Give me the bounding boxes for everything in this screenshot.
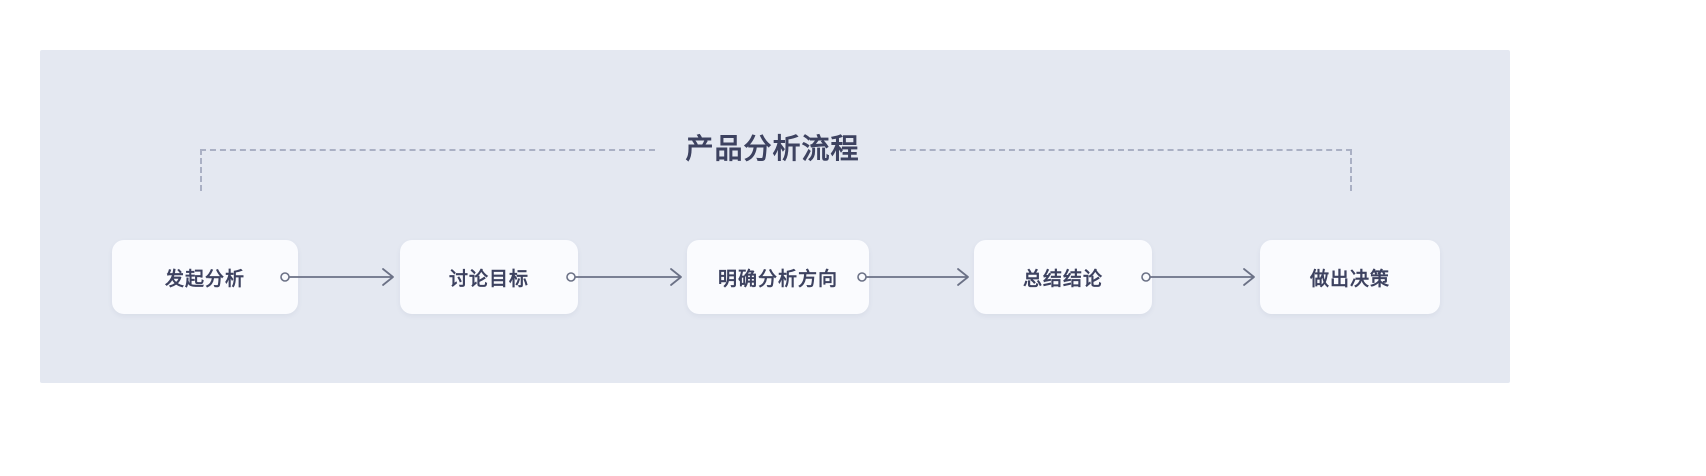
flow-node-clarify-direction[interactable]: 明确分析方向: [687, 240, 869, 314]
flow-node-label: 明确分析方向: [717, 268, 838, 290]
flow-node-summarize-conclusion[interactable]: 总结结论: [974, 240, 1152, 314]
flow-title: 产品分析流程: [685, 133, 860, 164]
flow-node-label: 讨论目标: [448, 268, 529, 290]
bracket-dashed-tick-left: [200, 149, 202, 191]
flow-node-label: 发起分析: [164, 268, 245, 290]
bracket-dashed-tick-right: [1350, 149, 1352, 191]
flow-connector-arrow-2: [566, 267, 690, 287]
flow-connector-arrow-4: [1141, 267, 1263, 287]
flow-node-label: 做出决策: [1309, 268, 1390, 290]
flow-node-initiate-analysis[interactable]: 发起分析: [112, 240, 298, 314]
flow-node-row: 发起分析 讨论目标 明确分析方向: [0, 240, 1706, 316]
flow-node-label: 总结结论: [1022, 268, 1103, 290]
bracket-dashed-line-right: [890, 149, 1352, 151]
flow-node-discuss-goals[interactable]: 讨论目标: [400, 240, 578, 314]
flow-node-make-decision[interactable]: 做出决策: [1260, 240, 1440, 314]
flow-connector-arrow-3: [857, 267, 977, 287]
diagram-panel: [40, 50, 1510, 383]
flow-connector-arrow-1: [280, 267, 402, 287]
bracket-dashed-line-left: [200, 149, 655, 151]
